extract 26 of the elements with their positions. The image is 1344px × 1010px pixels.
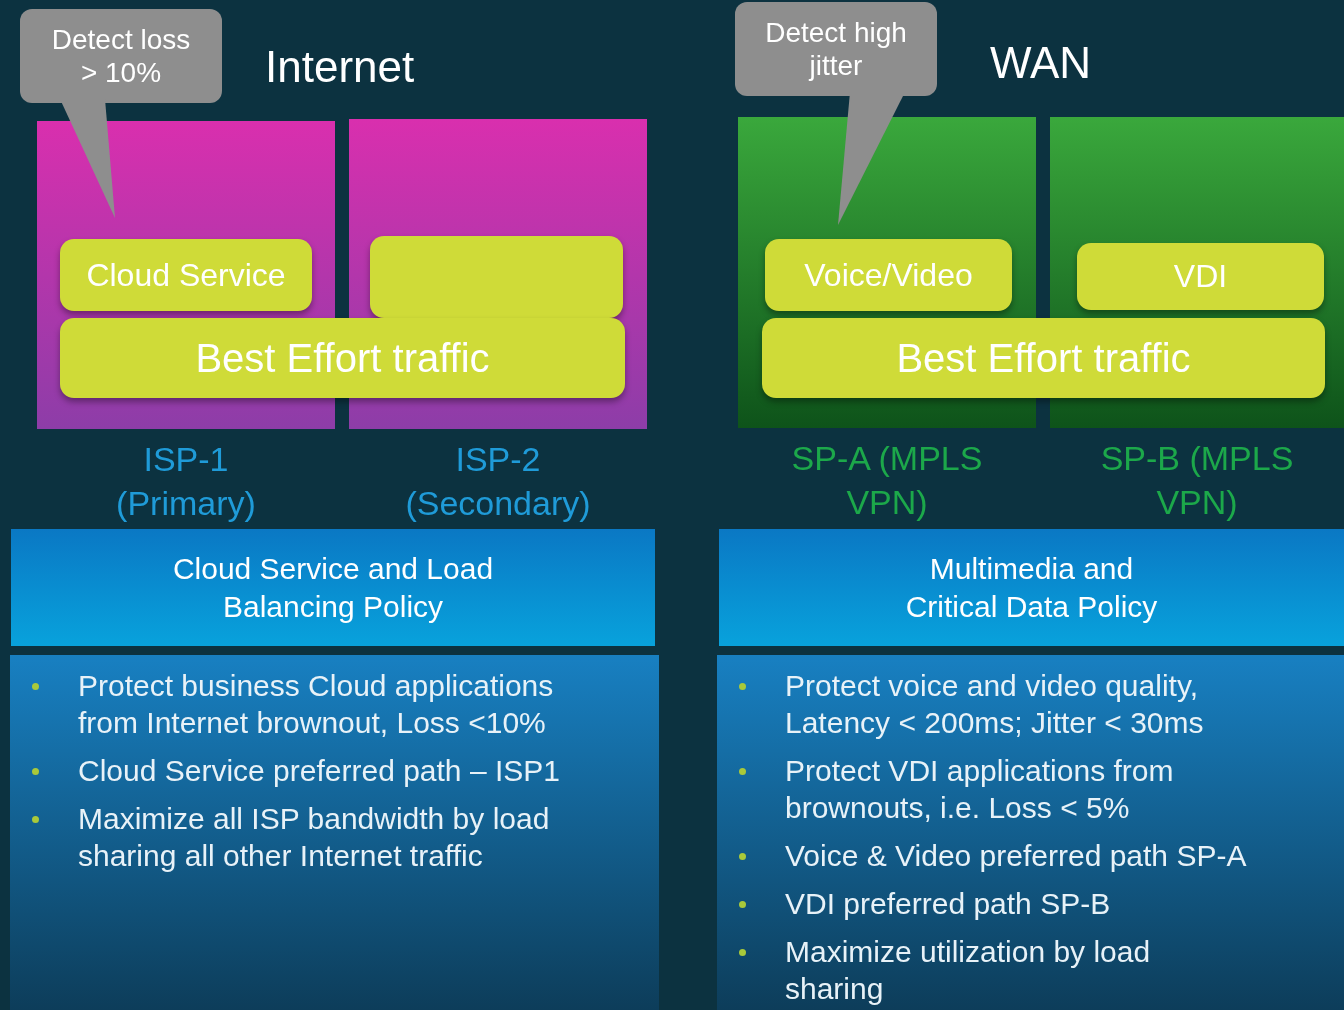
bullet-item: Voice & Video preferred path SP-A: [717, 837, 1344, 874]
bullet-item: Cloud Service preferred path – ISP1: [10, 752, 659, 789]
traffic-class-bar: Voice/Video: [765, 239, 1012, 311]
section-title: WAN: [990, 38, 1092, 88]
traffic-class-bar: Cloud Service: [60, 239, 312, 311]
bullet-item: Maximize utilization by load sharing: [717, 933, 1344, 1007]
policy-panel: [717, 655, 1344, 1010]
callout-bubble: Detect high jitter: [735, 2, 937, 225]
link-label: ISP-2 (Secondary): [404, 439, 592, 524]
traffic-class-bar: [370, 236, 623, 318]
link-label: SP-A (MPLS VPN): [790, 438, 984, 523]
traffic-class-bar: Best Effort traffic: [762, 318, 1325, 398]
policy-panel: [10, 655, 659, 1010]
bullet-item: Protect business Cloud applications from Internet brownout, Loss <10%: [10, 667, 659, 741]
policy-header: Cloud Service and Load Balancing Policy: [11, 529, 655, 646]
bullet-item: Protect VDI applications from brownouts, i.e. Loss < 5%: [717, 752, 1344, 826]
link-label: ISP-1 (Primary): [115, 439, 257, 524]
section-title: Internet: [265, 42, 415, 92]
traffic-class-bar: Best Effort traffic: [60, 318, 625, 398]
bullet-item: Protect voice and video quality, Latency < 200ms; Jitter < 30ms: [717, 667, 1344, 741]
traffic-class-bar: VDI: [1077, 243, 1324, 310]
bullet-item: Maximize all ISP bandwidth by load sharing all other Internet traffic: [10, 800, 659, 874]
callout-bubble: Detect loss > 10%: [20, 9, 222, 218]
link-label: SP-B (MPLS VPN): [1100, 438, 1294, 523]
policy-header: Multimedia and Critical Data Policy: [719, 529, 1344, 646]
bullet-item: VDI preferred path SP-B: [717, 885, 1344, 922]
